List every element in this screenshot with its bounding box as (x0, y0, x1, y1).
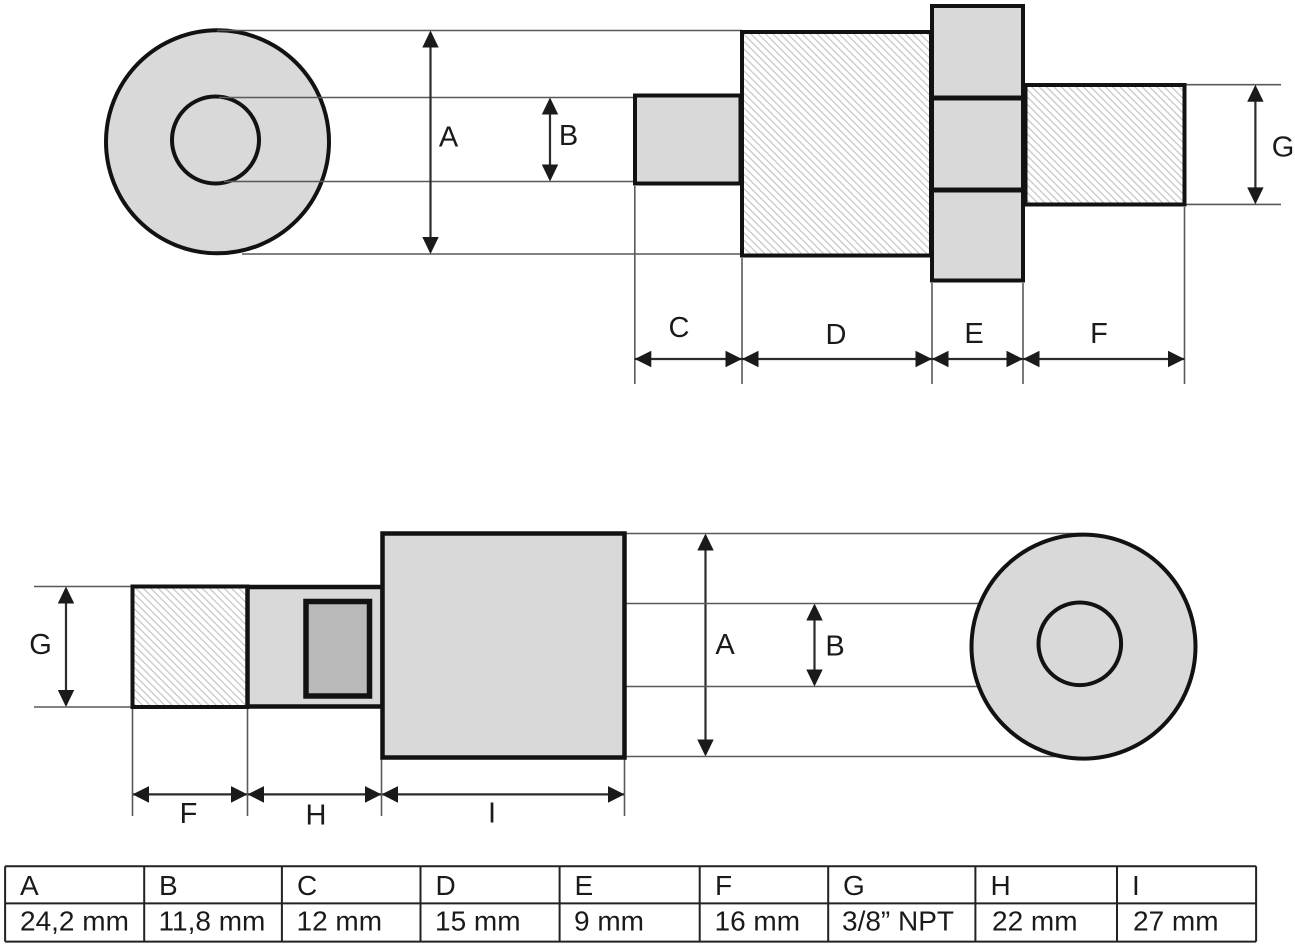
svg-text:B: B (825, 631, 844, 663)
svg-text:G: G (29, 629, 52, 661)
svg-text:I: I (1132, 870, 1140, 901)
svg-text:A: A (439, 122, 459, 154)
svg-text:16 mm: 16 mm (715, 906, 801, 937)
svg-text:C: C (297, 870, 317, 901)
svg-text:H: H (306, 800, 327, 832)
svg-text:G: G (843, 870, 865, 901)
svg-text:D: D (436, 870, 456, 901)
svg-text:C: C (669, 312, 690, 344)
svg-text:G: G (1272, 132, 1295, 164)
svg-text:B: B (559, 120, 578, 152)
svg-text:F: F (180, 798, 198, 830)
svg-text:24,2 mm: 24,2 mm (20, 906, 129, 937)
svg-text:I: I (488, 798, 496, 830)
svg-text:11,8 mm: 11,8 mm (159, 906, 266, 937)
svg-text:F: F (715, 870, 732, 901)
svg-text:E: E (964, 318, 983, 350)
svg-text:12 mm: 12 mm (297, 906, 383, 937)
svg-text:F: F (1090, 318, 1108, 350)
svg-text:A: A (20, 870, 39, 901)
svg-text:H: H (991, 870, 1011, 901)
svg-text:3/8” NPT: 3/8” NPT (842, 906, 954, 937)
svg-text:E: E (575, 870, 594, 901)
svg-text:D: D (826, 319, 847, 351)
svg-text:15 mm: 15 mm (435, 906, 521, 937)
svg-text:9 mm: 9 mm (574, 906, 644, 937)
svg-text:27 mm: 27 mm (1133, 906, 1219, 937)
svg-text:B: B (159, 870, 178, 901)
svg-text:A: A (715, 629, 735, 661)
svg-text:22 mm: 22 mm (992, 906, 1078, 937)
